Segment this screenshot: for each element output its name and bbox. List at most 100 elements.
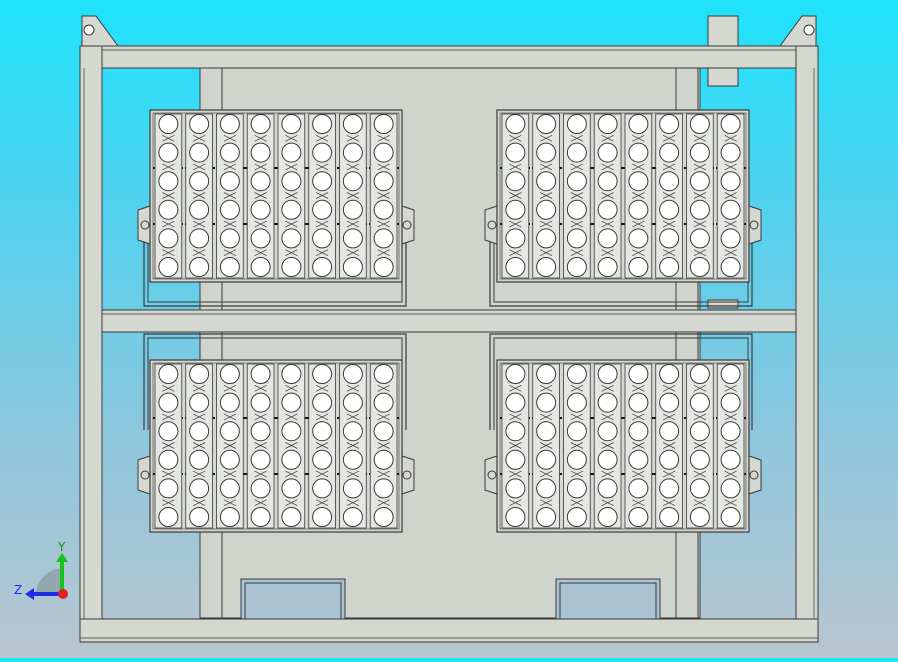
- triad-z-label: Z: [14, 583, 22, 597]
- led-lens: [312, 257, 333, 277]
- led-lens: [566, 257, 587, 277]
- led-lens: [158, 171, 179, 192]
- led-lens: [219, 114, 240, 134]
- led-lens: [720, 171, 741, 192]
- led-lens: [342, 228, 363, 249]
- led-lens: [505, 507, 526, 527]
- led-lens: [250, 392, 271, 413]
- fixture-top-left: [137, 109, 415, 283]
- led-lens: [342, 421, 363, 442]
- led-lens: [689, 478, 710, 499]
- led-lens: [536, 507, 557, 527]
- led-lens: [720, 449, 741, 470]
- fixture-bottom-left: [137, 359, 415, 533]
- led-lens: [250, 228, 271, 249]
- led-lens: [720, 478, 741, 499]
- led-lens: [281, 507, 302, 527]
- led-lens: [505, 392, 526, 413]
- led-lens: [628, 364, 649, 384]
- led-lens: [720, 507, 741, 527]
- led-lens: [536, 199, 557, 220]
- led-lens: [281, 478, 302, 499]
- led-lens: [342, 507, 363, 527]
- led-lens: [373, 114, 394, 134]
- led-lens: [597, 114, 618, 134]
- triad-y-label: Y: [57, 540, 66, 554]
- led-lens: [250, 142, 271, 163]
- led-lens: [566, 392, 587, 413]
- led-lens: [659, 114, 680, 134]
- led-lens: [689, 142, 710, 163]
- led-lens: [158, 478, 179, 499]
- led-lens: [566, 421, 587, 442]
- led-lens: [219, 171, 240, 192]
- led-lens: [566, 364, 587, 384]
- led-lens: [689, 257, 710, 277]
- led-lens: [250, 421, 271, 442]
- led-lens: [597, 392, 618, 413]
- led-lens: [373, 507, 394, 527]
- led-lens: [219, 392, 240, 413]
- led-lens: [158, 199, 179, 220]
- floodlight-fixtures: [137, 109, 762, 533]
- led-lens: [566, 171, 587, 192]
- led-lens: [158, 364, 179, 384]
- led-lens: [659, 449, 680, 470]
- led-lens: [628, 478, 649, 499]
- led-lens: [505, 114, 526, 134]
- led-lens: [312, 142, 333, 163]
- bottom-cutout-right: [555, 578, 661, 620]
- led-lens: [505, 449, 526, 470]
- frame-top-beam: [79, 45, 819, 69]
- frame-middle-beam: [101, 309, 797, 333]
- led-lens: [219, 449, 240, 470]
- led-lens: [720, 199, 741, 220]
- led-lens: [659, 257, 680, 277]
- led-lens: [505, 228, 526, 249]
- led-lens: [250, 171, 271, 192]
- led-lens: [597, 171, 618, 192]
- led-lens: [219, 142, 240, 163]
- led-lens: [659, 478, 680, 499]
- led-lens: [659, 392, 680, 413]
- led-lens: [566, 228, 587, 249]
- led-lens: [597, 507, 618, 527]
- led-lens: [536, 364, 557, 384]
- led-lens: [566, 114, 587, 134]
- led-lens: [158, 449, 179, 470]
- led-lens: [158, 392, 179, 413]
- led-lens: [628, 114, 649, 134]
- led-lens: [689, 171, 710, 192]
- led-lens: [189, 507, 210, 527]
- led-lens: [628, 421, 649, 442]
- led-lens: [689, 364, 710, 384]
- led-lens: [219, 364, 240, 384]
- led-lens: [689, 507, 710, 527]
- led-lens: [566, 449, 587, 470]
- led-lens: [659, 199, 680, 220]
- led-lens: [281, 228, 302, 249]
- led-lens: [597, 257, 618, 277]
- yoke-top-left: [143, 210, 407, 307]
- led-lens: [536, 257, 557, 277]
- led-lens: [189, 392, 210, 413]
- led-lens: [659, 228, 680, 249]
- frame-right-post: [795, 45, 819, 643]
- fixture-top-right: [484, 109, 762, 283]
- led-lens: [720, 392, 741, 413]
- led-lens: [250, 364, 271, 384]
- led-lens: [505, 421, 526, 442]
- led-lens: [720, 421, 741, 442]
- led-lens: [659, 507, 680, 527]
- led-lens: [720, 114, 741, 134]
- led-lens: [312, 364, 333, 384]
- led-lens: [373, 449, 394, 470]
- led-lens: [628, 228, 649, 249]
- led-lens: [281, 449, 302, 470]
- led-lens: [536, 478, 557, 499]
- led-lens: [597, 228, 618, 249]
- led-lens: [312, 199, 333, 220]
- led-lens: [281, 142, 302, 163]
- led-lens: [342, 478, 363, 499]
